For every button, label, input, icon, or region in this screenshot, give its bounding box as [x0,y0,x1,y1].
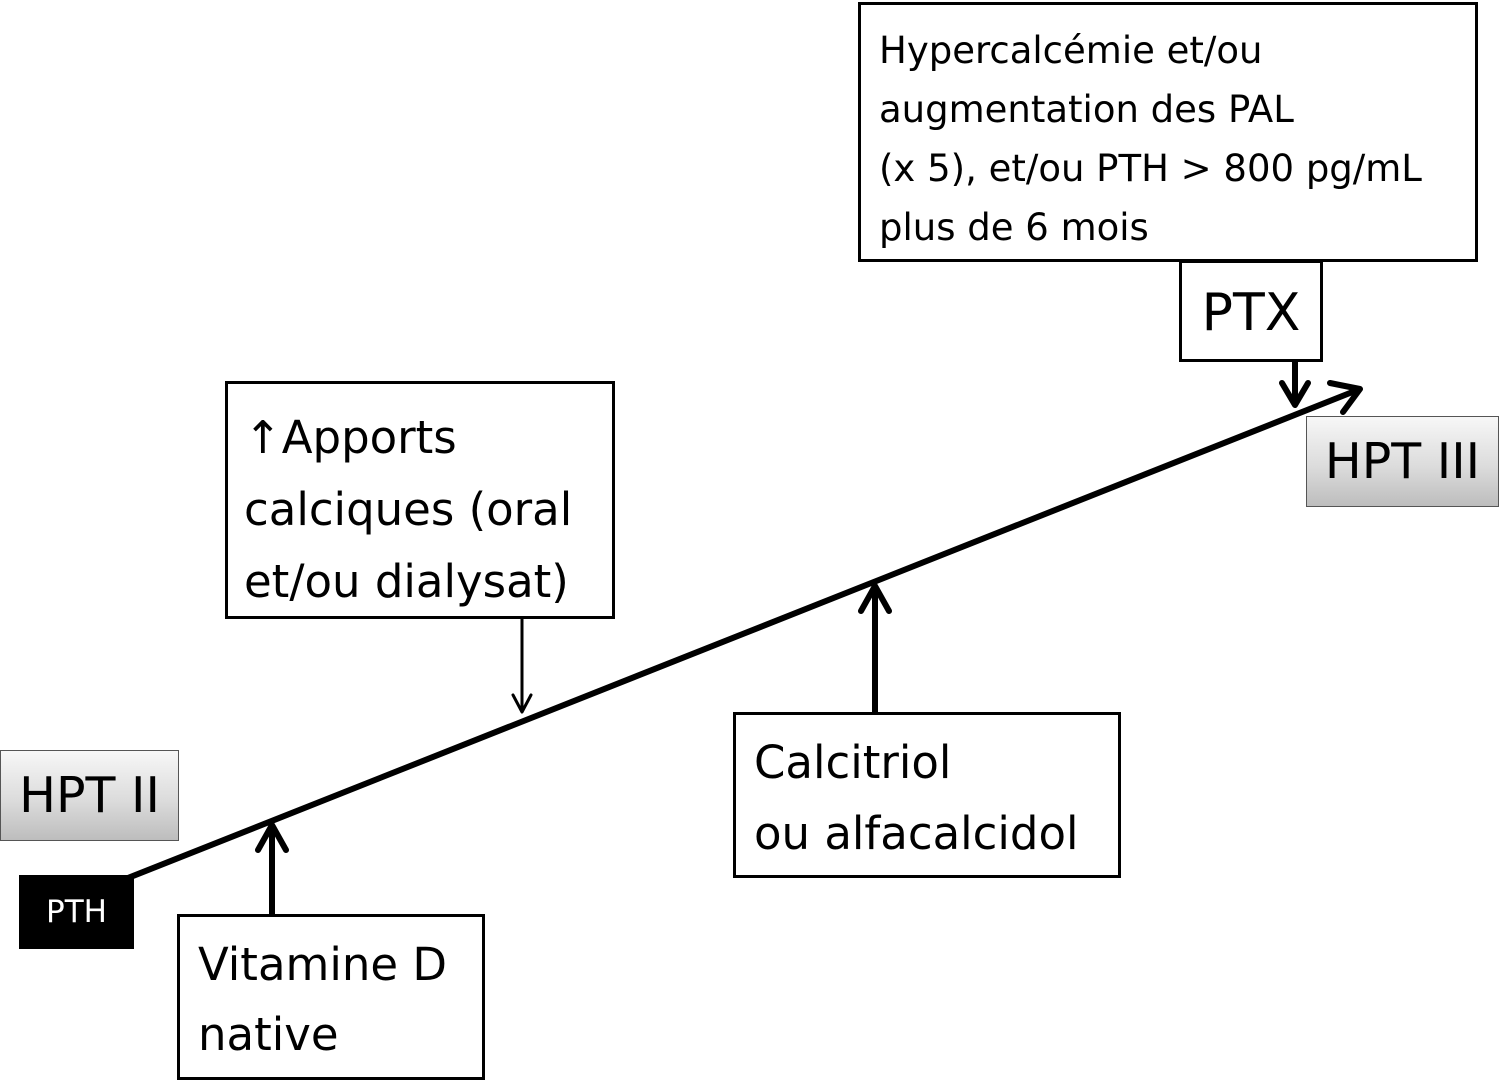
vitamin-d-arrow [255,822,289,914]
criteria-line-2: augmentation des PAL [879,88,1294,131]
main-trajectory-arrow [125,380,1363,881]
up-arrow-icon: ↑ [244,411,282,464]
pth-marker: PTH [19,875,134,949]
criteria-box: Hypercalcémie et/ou augmentation des PAL… [858,2,1478,262]
calcium-arrow [511,619,533,714]
stage-hpt-iii-label: HPT III [1324,433,1481,490]
vitamin-d-box: Vitamine D native [177,914,485,1080]
ptx-box: PTX [1179,260,1323,362]
stage-hpt-ii: HPT II [0,750,179,841]
calcium-line-1: ↑Apports [244,411,457,464]
ptx-arrow [1279,362,1311,408]
criteria-line-1: Hypercalcémie et/ou [879,29,1263,72]
calcitriol-arrow [858,583,892,712]
ptx-label: PTX [1201,283,1301,343]
criteria-line-3: (x 5), et/ou PTH > 800 pg/mL [879,147,1422,190]
pth-marker-label: PTH [46,894,107,930]
calcium-intake-box: ↑Apports calciques (oral et/ou dialysat) [225,381,615,619]
criteria-line-4: plus de 6 mois [879,206,1149,249]
vitamin-d-line-2: native [198,1008,339,1061]
calcitriol-box: Calcitriol ou alfacalcidol [733,712,1121,878]
calcitriol-line-2: ou alfacalcidol [754,807,1079,860]
stage-hpt-iii: HPT III [1306,416,1499,507]
calcium-line-3: et/ou dialysat) [244,555,569,608]
vitamin-d-line-1: Vitamine D [198,938,448,991]
calcium-line-2: calciques (oral [244,483,573,536]
stage-hpt-ii-label: HPT II [19,767,160,824]
calcitriol-line-1: Calcitriol [754,736,952,789]
